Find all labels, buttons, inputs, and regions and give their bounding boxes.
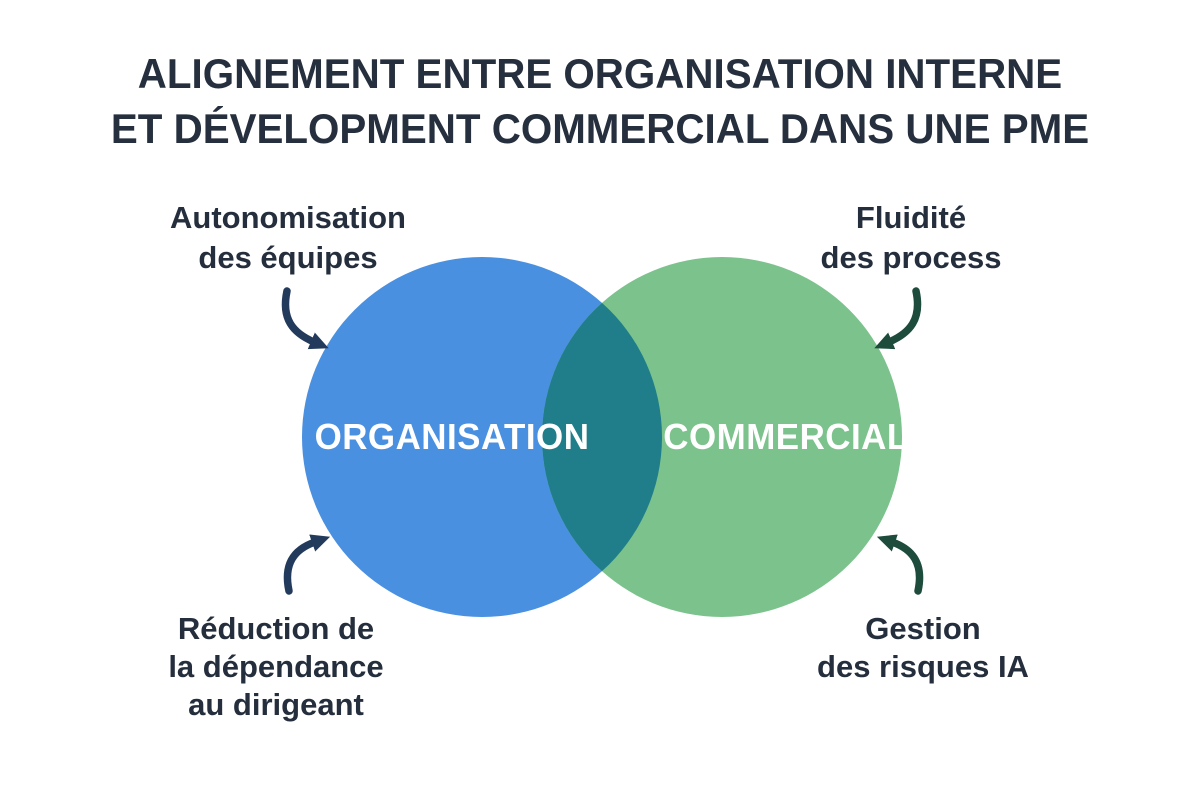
page-title-line-2: ET DÉVELOPMENT COMMERCIAL DANS UNE PME: [110, 105, 1090, 152]
page-title-line-1: ALIGNEMENT ENTRE ORGANISATION INTERNE: [137, 50, 1063, 97]
organisation-label: ORGANISATION: [314, 416, 590, 457]
note-line: au dirigeant: [188, 687, 364, 722]
note-line: Gestion: [865, 611, 981, 646]
note-line: Fluidité: [855, 200, 967, 235]
arrow-reduction: [283, 534, 331, 595]
note-line: Réduction de: [177, 611, 375, 646]
note-line: des process: [820, 240, 1002, 275]
note-line: Autonomisation: [170, 200, 406, 235]
arrow-gestion: [876, 534, 924, 595]
arrow-autonomisation: [281, 287, 329, 350]
note-autonomisation: Autonomisation des équipes: [118, 198, 458, 278]
note-gestion: Gestion des risques IA: [753, 610, 1093, 686]
note-fluidite: Fluidité des process: [741, 198, 1081, 278]
commercial-label: COMMERCIAL: [663, 416, 909, 457]
note-line: des risques IA: [817, 649, 1029, 684]
page-title: ALIGNEMENT ENTRE ORGANISATION INTERNE ET…: [24, 46, 1176, 156]
note-line: la dépendance: [168, 649, 384, 684]
note-reduction: Réduction de la dépendance au dirigeant: [106, 610, 446, 724]
arrow-fluidite: [874, 287, 922, 350]
venn-overlap: [542, 302, 662, 572]
note-line: des équipes: [198, 240, 378, 275]
